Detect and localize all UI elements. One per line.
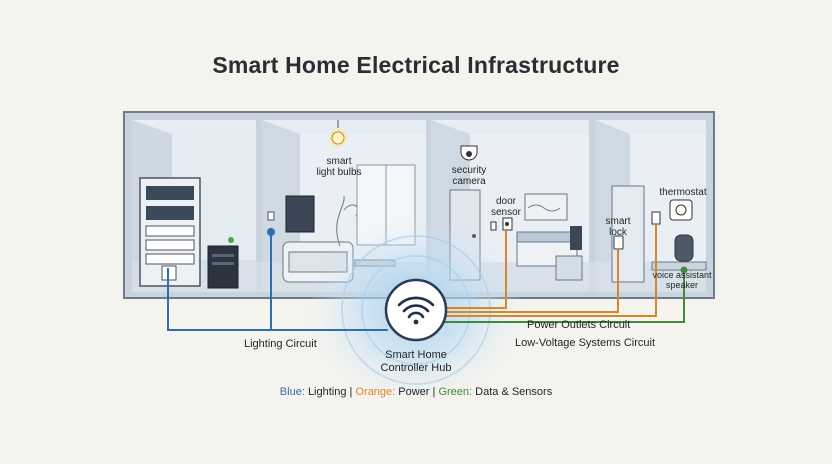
thermostat-icon (669, 199, 693, 221)
light-bulb-icon (329, 120, 347, 147)
camera-icon (460, 145, 478, 161)
label-smart-lock: smart lock (605, 216, 631, 238)
legend-orange-text: Power (398, 386, 430, 398)
legend-sep-2: | (432, 386, 436, 398)
legend-blue-key: Blue: (279, 386, 305, 398)
legend-sep-1: | (349, 386, 353, 398)
hub-device (384, 278, 448, 342)
lighting-circuit-wire (167, 228, 388, 331)
router-icon (207, 237, 239, 289)
label-voice-assistant: voice assistant speaker (652, 270, 712, 290)
legend-green-key: Green: (438, 386, 473, 398)
page-title: Smart Home Electrical Infrastructure (212, 52, 620, 78)
label-power-circuit: Power Outlets Circuit (527, 319, 631, 331)
label-lighting-circuit: Lighting Circuit (244, 338, 317, 350)
breaker-panel-icon (139, 177, 201, 287)
power-circuit-wire (444, 224, 657, 317)
door-sensor-icon (490, 217, 513, 231)
label-low-voltage-circuit: Low-Voltage Systems Circuit (515, 337, 655, 349)
speaker-icon (651, 234, 707, 271)
legend-orange-key: Orange: (355, 386, 396, 398)
label-hub: Smart Home Controller Hub (380, 349, 452, 374)
label-thermostat: thermostat (659, 187, 707, 198)
label-smart-light-bulbs: smart light bulbs (316, 156, 362, 178)
legend: Blue: Lighting | Orange: Power | Green: … (0, 386, 832, 398)
legend-green-text: Data & Sensors (475, 386, 553, 398)
wifi-icon (397, 296, 435, 325)
data-circuit-wire (444, 266, 688, 323)
label-security-camera: security camera (451, 165, 487, 187)
label-door-sensor: door sensor (490, 196, 521, 218)
legend-blue-text: Lighting (307, 386, 347, 398)
